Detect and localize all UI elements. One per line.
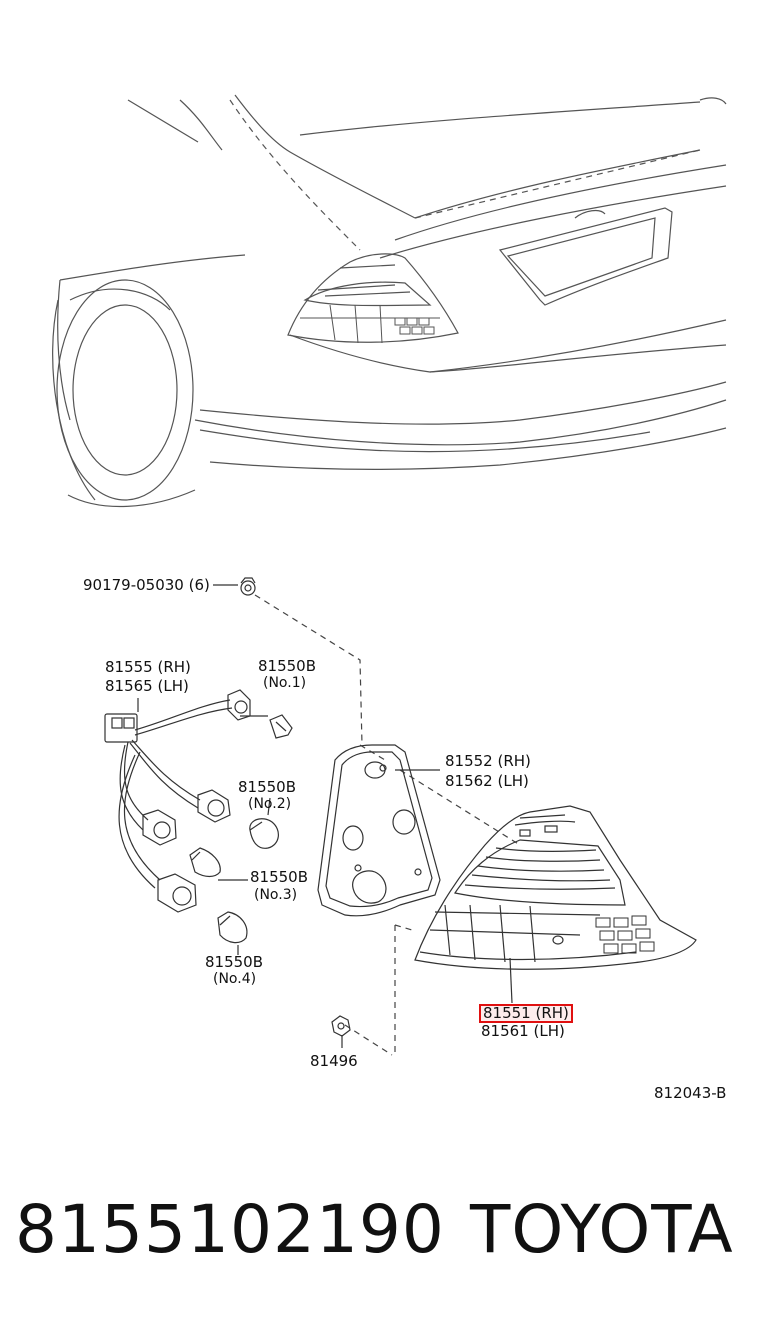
callout-81555-rh: 81555 (RH) [105,658,191,676]
callout-81562-lh: 81562 (LH) [445,772,529,790]
bulb-no2-icon [249,818,279,849]
callout-81550b-no1: 81550B [258,657,317,675]
callout-81552-rh: 81552 (RH) [445,752,531,770]
diagram-reference: 812043-B [654,1084,727,1102]
callout-81550b-no4: 81550B [205,953,264,971]
screw-81496-icon [331,1015,351,1037]
tail-lamp-icon [414,805,697,970]
brand-name: TOYOTA [470,1191,734,1268]
callout-no4: (No.4) [213,971,257,987]
gasket-plate-icon [317,744,441,917]
callout-90179: 90179-05030 (6) [83,576,210,594]
leader-lines [254,594,521,1056]
callout-81496: 81496 [310,1052,358,1070]
bulb-no3-icon [189,847,221,878]
callout-81561-lh: 81561 (LH) [481,1022,565,1040]
callout-81551-rh-highlight: 81551 (RH) [479,1004,573,1023]
bulb-no1-icon [269,714,293,739]
callout-no1: (No.1) [263,675,307,691]
part-number: 8155102190 [15,1191,445,1268]
callout-no3: (No.3) [254,887,298,903]
car-rear-illustration [52,94,727,508]
bolt-90179-icon [240,577,256,596]
callout-no2: (No.2) [248,796,292,812]
callout-81550b-no3: 81550B [250,868,309,886]
bulb-no4-icon [217,911,248,944]
wire-harness-icon [104,689,251,913]
callout-81565-lh: 81565 (LH) [105,677,189,695]
callout-81550b-no2: 81550B [238,778,297,796]
